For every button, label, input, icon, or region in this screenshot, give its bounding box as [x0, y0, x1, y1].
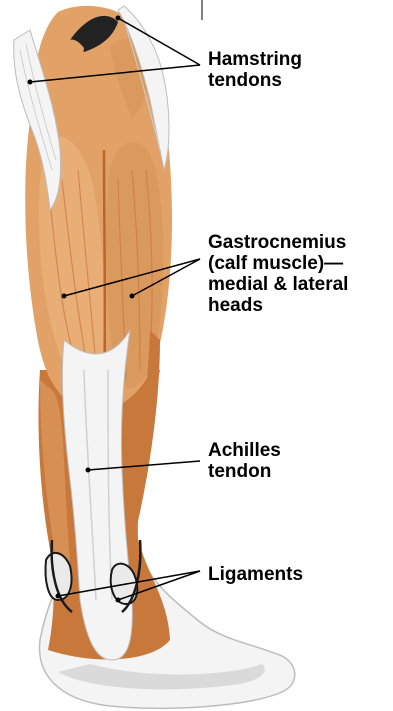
label-achilles-line2: tendon [208, 461, 281, 482]
label-hamstring-tendons: Hamstring tendons [208, 49, 302, 91]
label-achilles-tendon: Achilles tendon [208, 440, 281, 482]
label-gastro-line4: heads [208, 295, 348, 316]
label-hamstring-line1: Hamstring [208, 49, 302, 70]
label-ligaments: Ligaments [208, 564, 303, 585]
label-hamstring-line2: tendons [208, 70, 302, 91]
label-gastro-line2: (calf muscle)— [208, 253, 348, 274]
label-gastro-line1: Gastrocnemius [208, 232, 348, 253]
label-achilles-line1: Achilles [208, 440, 281, 461]
label-gastrocnemius: Gastrocnemius (calf muscle)— medial & la… [208, 232, 348, 316]
label-ligaments-line1: Ligaments [208, 564, 303, 585]
label-gastro-line3: medial & lateral [208, 274, 348, 295]
